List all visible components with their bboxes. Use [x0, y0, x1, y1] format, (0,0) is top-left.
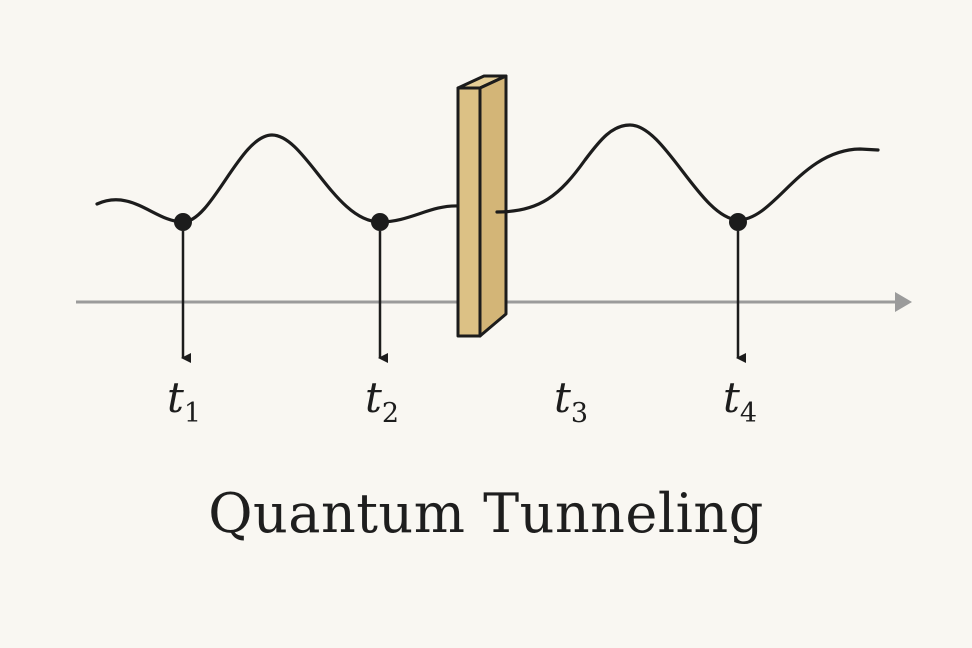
time-marker-dot-t4: [729, 213, 747, 231]
time-label-t2: t2: [365, 373, 399, 429]
time-marker-dot-t2: [371, 213, 389, 231]
time-axis-arrowhead: [895, 292, 912, 312]
time-label-t3: t3: [554, 373, 588, 429]
potential-barrier: [456, 74, 508, 338]
time-label-t4: t4: [723, 373, 757, 429]
barrier-side-face: [478, 74, 508, 338]
transmitted-wave: [495, 123, 880, 222]
time-label-t1: t1: [167, 373, 201, 429]
barrier-front-face: [456, 86, 482, 338]
diagram-title: Quantum Tunneling: [208, 482, 764, 545]
incident-wave: [95, 133, 460, 224]
time-marker-dot-t1: [174, 213, 192, 231]
